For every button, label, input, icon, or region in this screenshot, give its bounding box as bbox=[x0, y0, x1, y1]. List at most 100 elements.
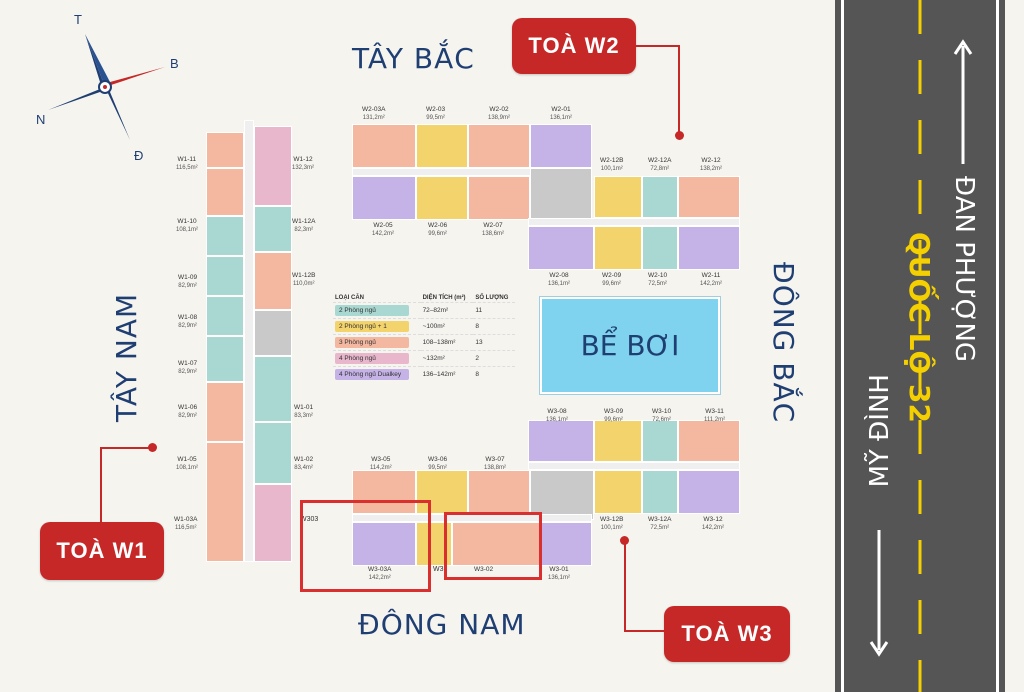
unit-w2-08 bbox=[528, 226, 594, 270]
legend-area: ~100m² bbox=[420, 318, 474, 335]
unit-w2-05 bbox=[352, 176, 416, 220]
tower-w1-leader bbox=[100, 447, 152, 449]
legend-count: 8 bbox=[473, 318, 515, 335]
unit-w2-03a bbox=[352, 124, 416, 168]
tower-w1-pin bbox=[148, 443, 157, 452]
unit-w1-07 bbox=[206, 296, 244, 336]
legend-area: 136–142m² bbox=[420, 366, 474, 382]
w2-core bbox=[530, 168, 592, 220]
label-w3-partial-mid: W3 bbox=[433, 566, 444, 573]
compass-west: N bbox=[36, 112, 46, 127]
w3-corridor-1 bbox=[528, 462, 740, 470]
pool-label: BỂ BƠI bbox=[580, 329, 680, 362]
road-direction-dan-phuong: ĐAN PHƯỢNG bbox=[949, 176, 979, 363]
unit-w2-06 bbox=[416, 176, 468, 220]
tower-w3-pin bbox=[620, 536, 629, 545]
label-w3-02: W3-02 bbox=[474, 566, 494, 573]
w3-core bbox=[530, 470, 594, 520]
legend-count: 2 bbox=[473, 350, 515, 367]
unit-w1-11 bbox=[206, 132, 244, 168]
unit-w3-12b bbox=[594, 470, 642, 514]
unit-w1-extra bbox=[254, 484, 292, 562]
unit-w2-11 bbox=[678, 226, 740, 270]
unit-w2-02 bbox=[468, 124, 530, 168]
tower-w2-leader bbox=[636, 45, 680, 47]
unit-w1-05 bbox=[206, 382, 244, 442]
legend-header-area: DIỆN TÍCH (m²) bbox=[422, 295, 466, 301]
unit-w3-07 bbox=[468, 470, 530, 514]
compass-south: Đ bbox=[134, 148, 144, 163]
highlight-box-w3-03a bbox=[300, 500, 431, 592]
tower-w3-leader bbox=[624, 630, 666, 632]
legend-row: 2 Phòng ngủ 72–82m² 11 bbox=[333, 302, 515, 319]
unit-w1-12 bbox=[254, 126, 292, 206]
unit-w2-01 bbox=[530, 124, 592, 168]
legend-type: 4 Phòng ngủ bbox=[335, 353, 409, 364]
legend-count: 13 bbox=[473, 334, 515, 351]
tower-label-w2: TOÀ W2 bbox=[512, 18, 636, 74]
legend-row: 4 Phòng ngủ Dualkey 136–142m² 8 bbox=[333, 366, 515, 382]
direction-northwest: TÂY BẮC bbox=[352, 42, 475, 75]
unit-w1-01 bbox=[254, 356, 292, 422]
unit-w3-01 bbox=[540, 522, 592, 566]
road-edge-left bbox=[841, 0, 844, 692]
legend-type: 2 Phòng ngủ bbox=[335, 305, 409, 316]
unit-w2-07 bbox=[468, 176, 530, 220]
unit-w2-12 bbox=[678, 176, 740, 218]
tower-w2-block bbox=[352, 124, 742, 270]
unit-w1-03a bbox=[206, 442, 244, 562]
unit-w3-03a bbox=[352, 522, 416, 566]
unit-w1-10 bbox=[206, 168, 244, 216]
w1-core bbox=[254, 310, 292, 356]
arrow-down-icon bbox=[869, 530, 889, 657]
swimming-pool: BỂ BƠI bbox=[540, 297, 720, 394]
unit-w1-12a bbox=[254, 206, 292, 252]
unit-w3-06 bbox=[416, 470, 468, 514]
direction-northeast: ĐÔNG BẮC bbox=[767, 262, 800, 424]
label-w3-partial-left: W303 bbox=[300, 516, 319, 523]
road-direction-my-dinh: MỸ ĐÌNH bbox=[865, 374, 895, 488]
unit-type-legend: LOẠI CĂN DIỆN TÍCH (m²) SỐ LƯỢNG 2 Phòng… bbox=[333, 294, 515, 382]
road-edge-right bbox=[996, 0, 999, 692]
legend-type: 2 Phòng ngủ + 1 bbox=[335, 321, 409, 332]
legend-header-count: SỐ LƯỢNG bbox=[475, 295, 509, 301]
highlight-box-w3-02 bbox=[444, 512, 542, 580]
legend-area: 108–138m² bbox=[420, 334, 474, 351]
legend-area: ~132m² bbox=[420, 350, 474, 367]
legend-row: 3 Phòng ngủ 108–138m² 13 bbox=[333, 334, 515, 351]
legend-area: 72–82m² bbox=[420, 302, 474, 319]
tower-w2-pin bbox=[675, 131, 684, 140]
unit-w3-09 bbox=[594, 420, 642, 462]
direction-southwest: TÂY NAM bbox=[110, 292, 143, 422]
unit-w2-12b bbox=[594, 176, 642, 218]
tower-label-w1: TOÀ W1 bbox=[40, 522, 164, 580]
tower-w1-block bbox=[206, 120, 292, 562]
